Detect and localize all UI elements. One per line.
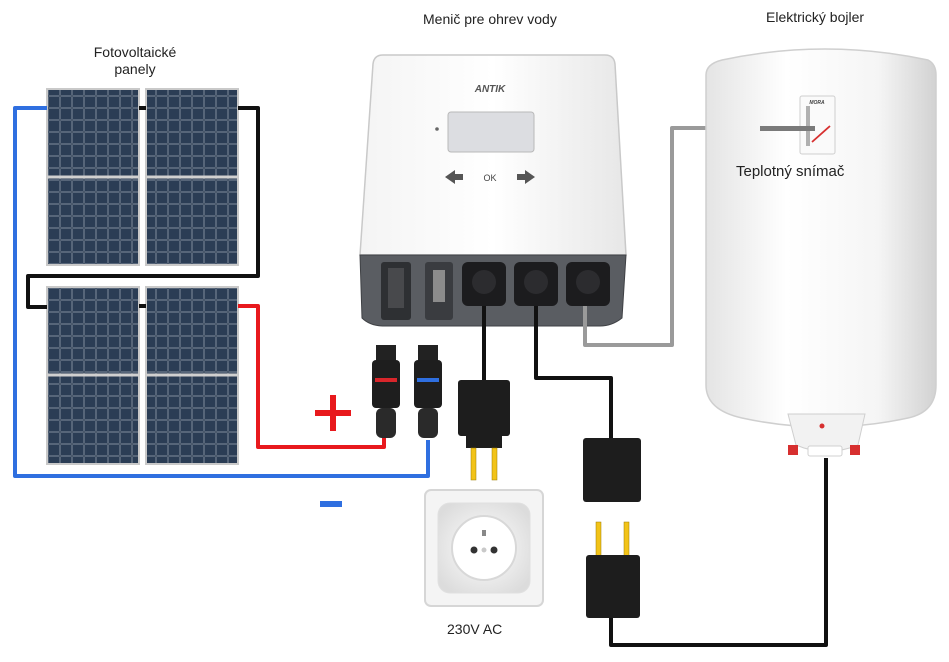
negative-wire [13, 106, 430, 478]
inverter-brand-logo: ANTIK [474, 84, 506, 95]
outlet-adapter [583, 438, 641, 502]
sensor-label: Teplotný snímač [736, 163, 845, 180]
mc4-connector-minus [414, 345, 442, 438]
arrow-right-icon [517, 170, 535, 184]
cable-gland-2 [514, 262, 558, 306]
cable-gland-3 [566, 262, 610, 306]
inverter-unit [359, 54, 627, 327]
panels-label: Fotovoltaické panely [70, 44, 200, 78]
boiler-label: Elektrický bojler [766, 9, 865, 25]
panels-label-line1: Fotovoltaické [93, 44, 177, 60]
inverter-display [447, 111, 535, 153]
positive-sign [315, 395, 351, 431]
positive-wire [238, 304, 386, 449]
inverter-label: Menič pre ohrev vody [423, 11, 557, 27]
temperature-probe [760, 126, 815, 131]
status-led [435, 127, 439, 131]
arrow-left-icon [445, 170, 463, 184]
negative-sign [320, 501, 342, 507]
boiler-power-cable [609, 458, 828, 647]
wall-socket [424, 489, 544, 607]
cable-gland-1 [462, 262, 506, 306]
boiler-brand-logo: MORA [809, 100, 825, 106]
mc4-connector-plus [372, 345, 400, 438]
socket-label: 230V AC [447, 621, 503, 637]
panels-label-line2: panely [114, 61, 156, 77]
electric-boiler [705, 48, 937, 457]
ok-button-label: OK [483, 173, 496, 183]
panel-wiring [13, 106, 430, 478]
boiler-output-cable [534, 306, 613, 438]
boiler-plug [586, 521, 640, 618]
mains-plug [458, 380, 510, 481]
mc4-socket-plus [381, 262, 411, 320]
solar-panel-array [46, 88, 239, 465]
panel-link-wire-2 [26, 106, 260, 309]
mc4-socket-minus [425, 262, 453, 320]
